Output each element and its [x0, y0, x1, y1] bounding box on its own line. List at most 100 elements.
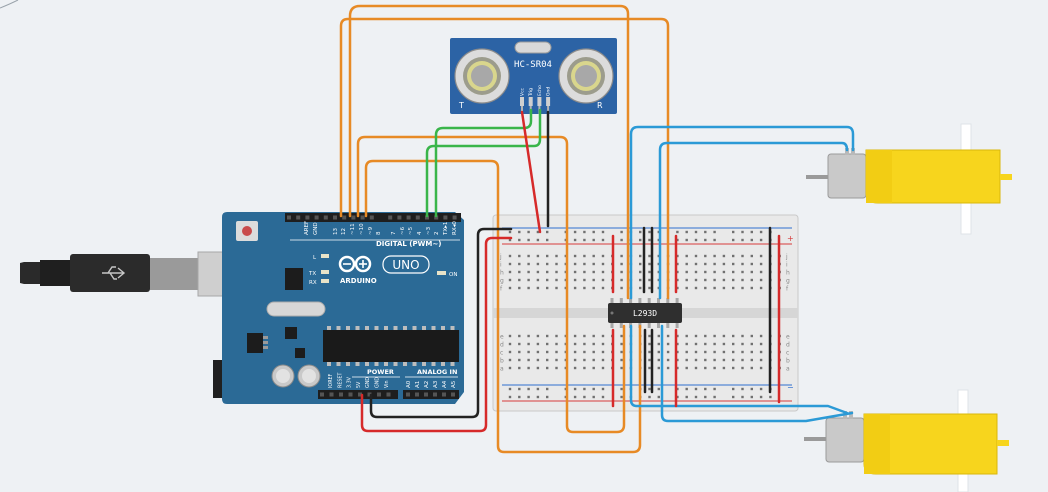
digital-pin-label: ~11: [350, 223, 356, 235]
led-on: [437, 271, 446, 275]
digital-pin-label: 8: [376, 231, 382, 235]
wire-red-5v[interactable]: [360, 236, 513, 433]
power-pin-label: GND: [365, 377, 371, 388]
digital-pin-label: TX▸1: [443, 222, 449, 236]
digital-pin-label: 13: [333, 228, 339, 235]
led-l: [321, 254, 329, 258]
row-letter: c: [786, 350, 789, 357]
row-letter: i: [786, 262, 788, 269]
analog-pin-label: A4: [442, 380, 448, 388]
wire-orange-2[interactable]: [339, 17, 670, 300]
analog-pin-label: A5: [451, 380, 457, 388]
row-letter: c: [500, 350, 503, 357]
led-rx: [321, 279, 329, 283]
wire-blue-2[interactable]: [658, 141, 849, 300]
header-pin-holes: [287, 215, 457, 397]
transducer-right: [558, 48, 614, 104]
sensor-crystal: [514, 41, 552, 54]
small-chip: [285, 327, 297, 339]
row-letter: d: [786, 342, 790, 349]
led-tx: [321, 270, 329, 274]
usb-chip: [285, 268, 303, 290]
row-letter: a: [500, 366, 504, 373]
wire-green-1[interactable]: [425, 108, 542, 218]
row-letter: j: [499, 254, 502, 261]
analog-pin-label: A1: [415, 381, 421, 388]
digital-pin-label: 2: [434, 232, 440, 236]
row-letter: g: [786, 278, 790, 285]
row-letter: f: [786, 286, 789, 293]
sensor-corner-right: R: [597, 101, 603, 110]
digital-pin-label: 4: [417, 231, 423, 235]
wire-blue-1[interactable]: [629, 125, 855, 300]
led-label-rx: RX: [309, 280, 317, 286]
led-label-tx: TX: [308, 271, 316, 277]
dc-motor-bottom[interactable]: [804, 389, 1009, 492]
power-pin-label: 3.3V: [347, 376, 353, 388]
digital-label: DIGITAL (PWM~): [376, 240, 441, 248]
sensor-pin-label: Echo: [537, 85, 543, 96]
digital-pin-label: ~6: [400, 226, 406, 235]
digital-pin-label: RX◂0: [452, 221, 458, 235]
row-letter: h: [500, 270, 504, 277]
power-pin-label: RESET: [337, 373, 343, 388]
row-letter: b: [786, 358, 790, 365]
wire-green-2[interactable]: [434, 108, 533, 218]
uno-badge: [382, 255, 430, 274]
row-letter: d: [500, 342, 504, 349]
arduino-brand: ARDUINO: [340, 277, 377, 285]
power-pin-label: GND: [375, 377, 381, 388]
analog-header[interactable]: [403, 390, 459, 399]
wire-black-gnd[interactable]: [369, 227, 513, 419]
row-letter: b: [500, 358, 504, 365]
digital-pin-label: ~10: [359, 223, 365, 235]
digital-pin-label: 12: [341, 228, 347, 235]
row-letter: e: [786, 334, 790, 341]
transducer-left: [454, 48, 510, 104]
sensor-model: HC-SR04: [514, 60, 552, 70]
row-letter: i: [500, 262, 502, 269]
regulator: [247, 333, 263, 353]
wire-red-sensor[interactable]: [520, 110, 542, 234]
led-label-l: L: [313, 255, 317, 261]
row-letter: f: [500, 286, 503, 293]
atmega-pins: [327, 326, 455, 366]
row-letter: h: [786, 270, 790, 277]
atmega-chip: [323, 330, 459, 362]
row-letter: a: [786, 366, 790, 373]
uno-label: UNO: [392, 258, 419, 272]
wire-blue-4[interactable]: [660, 324, 854, 423]
wire-orange-4[interactable]: [364, 159, 642, 454]
digital-pin-label: ~5: [408, 226, 414, 235]
sensor-pin-label: Vcc: [520, 87, 526, 96]
wire-orange-1[interactable]: [348, 4, 630, 300]
digital-pin-label: GND: [313, 222, 319, 235]
sensor-corner-left: T: [458, 101, 464, 110]
wires: [339, 4, 855, 454]
sensor-pin-label: Gnd: [546, 87, 552, 96]
analog-pin-label: A0: [406, 380, 412, 388]
arduino-logo: [338, 255, 372, 273]
rail-minus-label: −: [787, 383, 794, 392]
analog-pin-label: A3: [433, 380, 439, 388]
usb-icon: [102, 266, 126, 280]
power-pin-label: Vin: [384, 380, 390, 388]
on-label: ON: [449, 272, 457, 278]
rail-plus-label: +: [787, 234, 794, 243]
power-label: POWER: [367, 368, 394, 376]
digital-pin-label: ~9: [368, 226, 374, 235]
wire-orange-3[interactable]: [356, 135, 626, 434]
sensor-pin-label: Trig: [528, 88, 534, 97]
dc-motor-top[interactable]: [806, 123, 1012, 235]
wire-blue-3[interactable]: [629, 324, 849, 415]
row-letter: g: [500, 278, 504, 285]
row-letter: e: [500, 334, 504, 341]
ic-label: L293D: [633, 309, 657, 318]
